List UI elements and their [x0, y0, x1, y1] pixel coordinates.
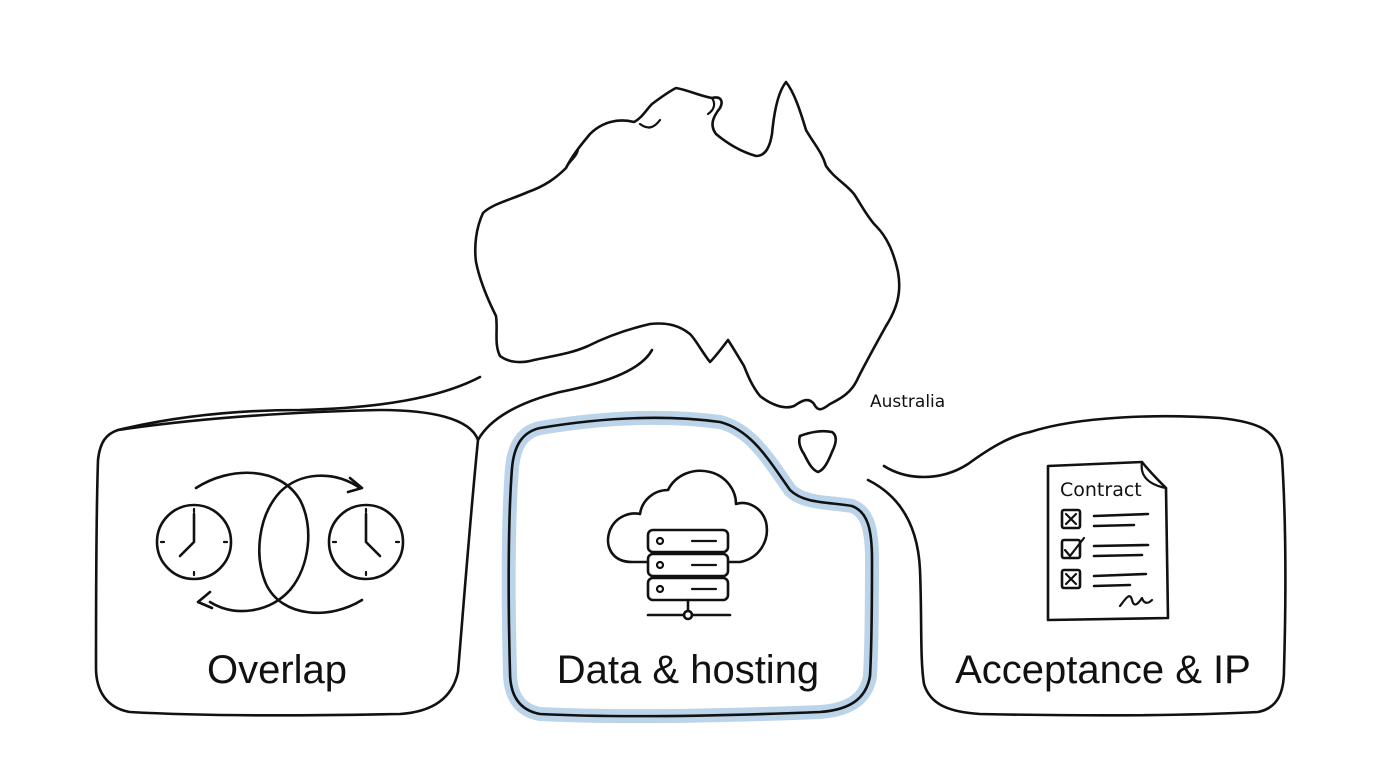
left-clock-ticks [159, 507, 229, 577]
server-unit-1 [646, 528, 730, 554]
panel-acceptance-border [866, 414, 1287, 717]
contract-title: Contract [1060, 479, 1142, 501]
australia-label: Australia [870, 392, 945, 412]
australia-coast-detail [564, 96, 716, 170]
line-item-3 [1092, 572, 1148, 588]
overlap-loop-left [194, 471, 310, 613]
right-clock-hands [364, 512, 382, 558]
connector-line-overlap [116, 375, 482, 432]
cloud-server-icon [606, 469, 769, 621]
checkbox-3 [1060, 568, 1082, 590]
server-slots [690, 539, 718, 591]
australia-map: Australia [473, 80, 945, 474]
server-led-2 [655, 560, 665, 570]
australia-mainland [473, 80, 901, 411]
overlap-loop-right [258, 474, 364, 615]
panel-data-hosting: Data & hosting [501, 410, 879, 724]
checkbox-1-x-mark [1064, 512, 1078, 526]
server-led-1 [655, 536, 665, 546]
contract-document-icon: Contract [1046, 460, 1170, 622]
panel-data-hosting-label: Data & hosting [557, 648, 819, 692]
contract-paper [1046, 460, 1170, 622]
connector-line-data-hosting [476, 348, 654, 442]
line-item-1 [1092, 512, 1150, 528]
connector-line-acceptance [882, 430, 1032, 479]
line-item-2 [1092, 543, 1150, 558]
arrow-head-right [346, 476, 364, 494]
panel-acceptance-ip: Contract Acceptance & IP [866, 414, 1287, 717]
clocks-overlap-icon [155, 471, 405, 615]
checkbox-3-x-mark [1064, 572, 1078, 586]
panel-overlap-label: Overlap [207, 648, 347, 692]
contract-page-curl [1140, 460, 1168, 490]
right-clock-ticks [331, 507, 401, 577]
tasmania-outline [797, 429, 838, 474]
panel-data-hosting-border [507, 416, 874, 718]
panel-acceptance-label: Acceptance & IP [955, 648, 1251, 692]
signature-scribble [1118, 595, 1154, 608]
checkbox-1 [1060, 508, 1082, 530]
left-clock-hands [178, 512, 196, 558]
server-unit-2 [646, 552, 730, 578]
server-led-3 [655, 584, 665, 594]
cloud-outline [606, 469, 769, 564]
arrow-head-left [196, 590, 214, 610]
checkbox-2-check-mark [1063, 536, 1086, 558]
checkbox-2 [1060, 538, 1082, 560]
left-clock-face [155, 503, 233, 581]
panel-overlap-border [94, 408, 480, 717]
right-clock-face [327, 503, 405, 581]
panel-overlap: Overlap [94, 408, 480, 717]
